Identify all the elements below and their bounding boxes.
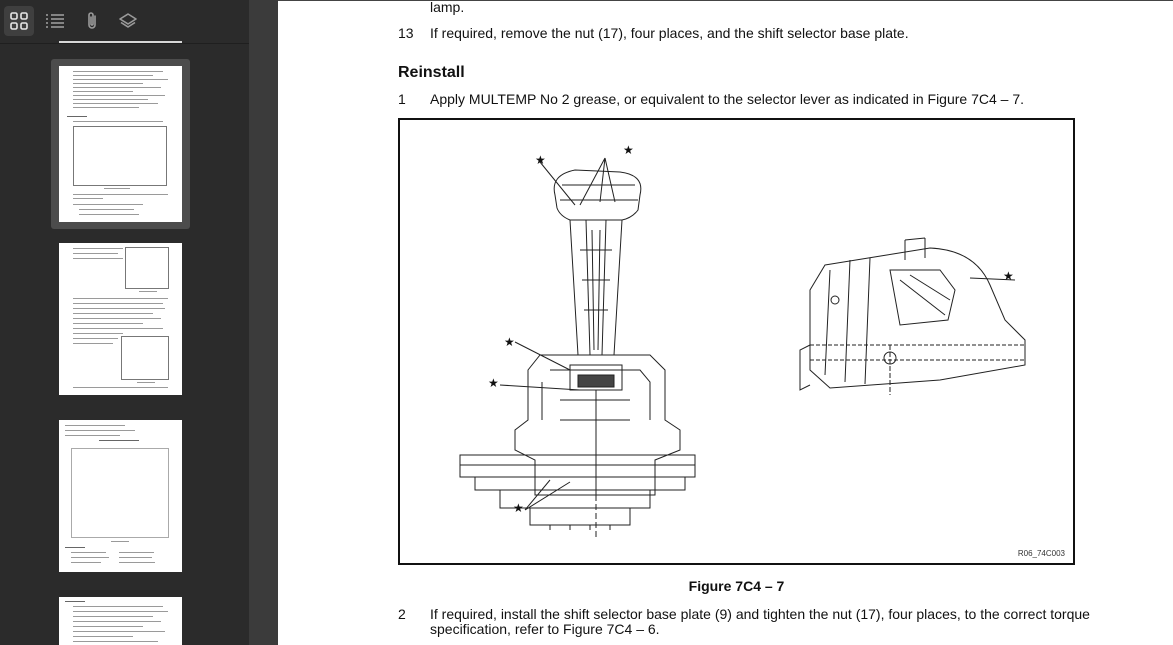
figure-caption: Figure 7C4 – 7 — [688, 578, 785, 594]
lever-knob — [553, 169, 642, 221]
page-thumbnail-1[interactable] — [51, 59, 190, 229]
paperclip-icon — [88, 12, 96, 29]
step-number: 1 — [398, 91, 406, 107]
attachments-tab[interactable] — [77, 6, 107, 36]
selector-housing — [514, 354, 681, 496]
grease-point-star: ★ — [513, 501, 524, 515]
list-icon — [46, 14, 64, 28]
grid-icon — [10, 12, 28, 30]
figure-reference-code: R06_74C003 — [1017, 549, 1065, 558]
page-thumbnail-4[interactable] — [51, 590, 190, 645]
technical-drawing: ★ ★ ★ ★ ★ ★ — [459, 143, 1026, 540]
page-thumbnail-image — [59, 597, 182, 645]
page-top-edge — [278, 0, 1173, 1]
step-text: If required, install the shift selector … — [430, 606, 1090, 622]
page-thumbnail-image — [59, 420, 182, 572]
previous-line-tail: lamp. — [430, 0, 465, 15]
step-text-continued: specification, refer to Figure 7C4 – 6. — [430, 621, 660, 637]
step-number: 2 — [398, 606, 406, 622]
base-plate — [459, 454, 696, 478]
lever-shaft — [569, 219, 623, 356]
outline-tab[interactable] — [40, 6, 70, 36]
grease-point-star: ★ — [623, 143, 634, 157]
right-assembly — [809, 247, 1026, 389]
grease-point-star: ★ — [504, 335, 515, 349]
active-tab-indicator — [59, 41, 182, 43]
page-thumbnail-image — [59, 243, 182, 395]
page-thumbnail-3[interactable] — [51, 413, 190, 578]
sidebar-toolbar — [0, 0, 249, 44]
viewer-gutter — [249, 0, 278, 645]
page-thumbnail-image — [59, 66, 182, 222]
document-page: lamp. 13 If required, remove the nut (17… — [278, 0, 1173, 645]
thumbnails-tab[interactable] — [4, 6, 34, 36]
page-thumbnail-2[interactable] — [51, 236, 190, 401]
sidebar — [0, 0, 249, 645]
step-text: If required, remove the nut (17), four p… — [430, 25, 909, 41]
step-text: Apply MULTEMP No 2 grease, or equivalent… — [430, 91, 1025, 107]
grease-point-star: ★ — [535, 153, 546, 167]
grease-point-star: ★ — [488, 376, 499, 390]
layers-icon — [119, 13, 137, 28]
layers-tab[interactable] — [113, 6, 143, 36]
grease-point-star: ★ — [1003, 269, 1014, 283]
figure-frame: ★ ★ ★ ★ ★ ★ R06_74C003 — [398, 118, 1075, 565]
step-number: 13 — [398, 25, 414, 41]
section-heading: Reinstall — [398, 64, 465, 81]
